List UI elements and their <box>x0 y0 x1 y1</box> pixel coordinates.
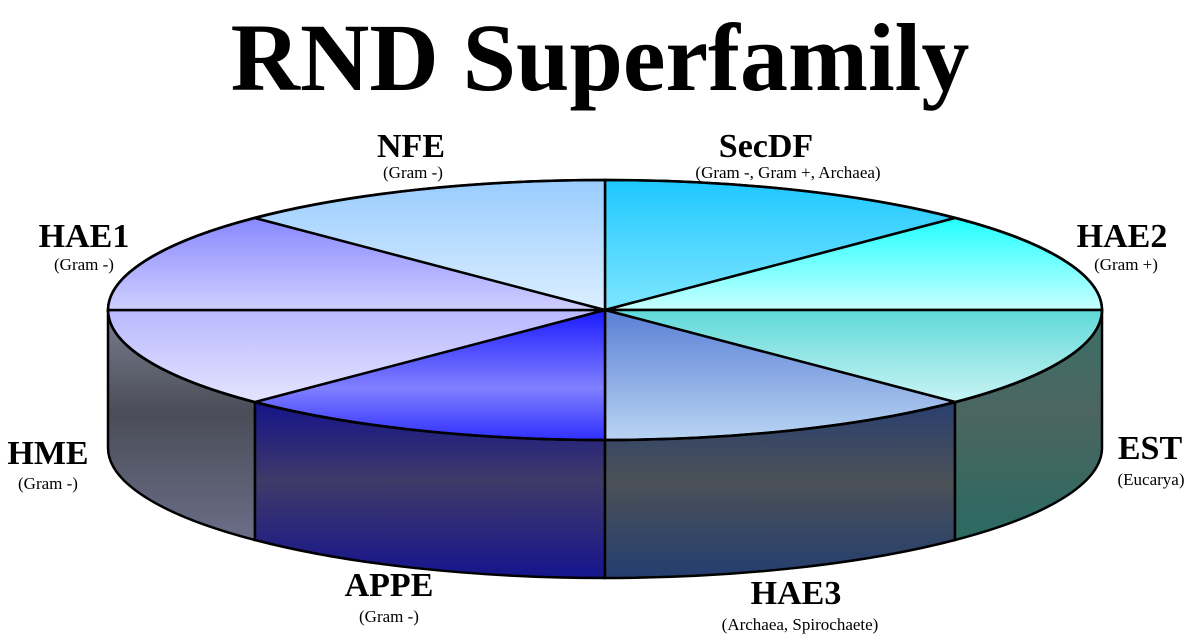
svg-text:HAE2: HAE2 <box>1077 218 1168 255</box>
svg-text:(Gram +): (Gram +) <box>1094 255 1158 274</box>
label-est: EST (Eucarya) <box>1117 430 1184 489</box>
top-outline <box>106 178 1104 442</box>
svg-text:APPE: APPE <box>345 567 434 604</box>
label-hae3: HAE3 (Archaea, Spirochaete) <box>722 575 879 634</box>
label-appe: APPE (Gram -) <box>345 567 434 626</box>
page-title: RND Superfamily <box>231 4 970 111</box>
svg-text:(Gram -): (Gram -) <box>359 607 419 626</box>
svg-text:(Archaea, Spirochaete): (Archaea, Spirochaete) <box>722 615 879 634</box>
svg-text:(Eucarya): (Eucarya) <box>1117 470 1184 489</box>
label-nfe: NFE (Gram -) <box>377 128 445 182</box>
svg-text:EST: EST <box>1118 430 1183 467</box>
svg-text:HAE1: HAE1 <box>39 218 130 255</box>
svg-text:HAE3: HAE3 <box>751 575 842 612</box>
svg-text:SecDF: SecDF <box>719 128 813 165</box>
svg-text:(Gram -): (Gram -) <box>383 163 443 182</box>
svg-text:(Gram -, Gram +, Archaea): (Gram -, Gram +, Archaea) <box>695 163 880 182</box>
label-hae2: HAE2 (Gram +) <box>1077 218 1168 274</box>
svg-text:NFE: NFE <box>377 128 445 165</box>
label-hae1: HAE1 (Gram -) <box>39 218 130 274</box>
svg-text:(Gram -): (Gram -) <box>18 474 78 493</box>
svg-text:(Gram -): (Gram -) <box>54 255 114 274</box>
label-secdf: SecDF (Gram -, Gram +, Archaea) <box>695 128 880 182</box>
label-hme: HME (Gram -) <box>7 435 88 493</box>
svg-text:HME: HME <box>7 435 88 472</box>
